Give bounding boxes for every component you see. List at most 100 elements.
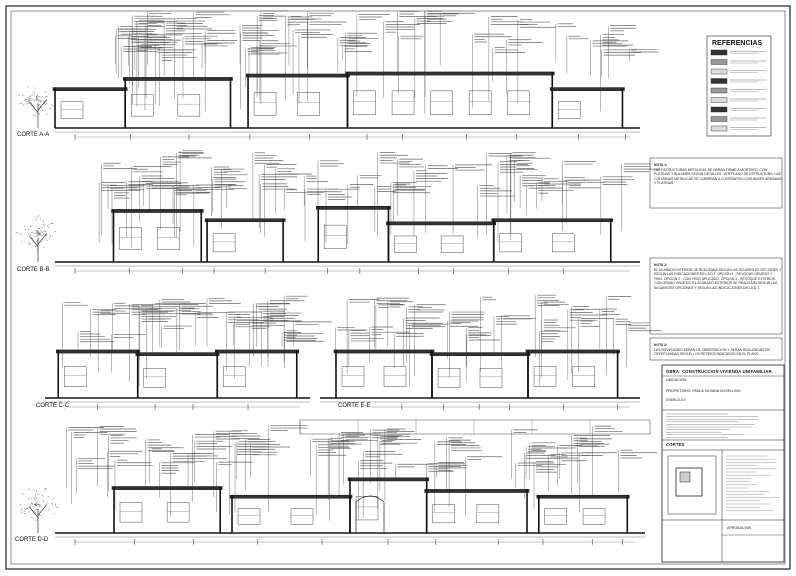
roof-slab: [386, 221, 497, 226]
window: [479, 368, 503, 388]
title-block-domicilio: DOMICILIO:: [666, 398, 686, 402]
roof-slab: [345, 71, 555, 76]
roof-slab: [536, 494, 630, 499]
section-label-c: CORTE C-C: [36, 403, 70, 409]
window: [130, 94, 154, 117]
title-block-ubicacion: UBICACION:: [666, 378, 687, 382]
window: [582, 508, 606, 525]
note-1-text: LAS ESTRUCTURAS METALICAS SE HARAN FIRME…: [654, 167, 782, 186]
section-label-d: CORTE D-D: [15, 537, 49, 543]
window: [558, 101, 581, 119]
window: [143, 368, 166, 388]
window: [177, 94, 201, 117]
note-3-title: NOTA 3:: [654, 343, 668, 347]
roof-slab: [347, 477, 429, 482]
revision-strip: [299, 419, 651, 435]
note-2-title: NOTA 2:: [654, 263, 668, 267]
window: [212, 233, 236, 253]
window: [166, 502, 190, 523]
title-block-approval: APROBACION: [727, 526, 751, 530]
window: [341, 366, 365, 387]
legend-swatch: [710, 125, 728, 132]
roof-slab: [429, 352, 531, 356]
legend-swatch: [710, 68, 728, 75]
note-1-title: NOTA 1:: [654, 163, 668, 167]
note-3: NOTA 3: LAS NOVEDADES SERAN DE OBSERVACI…: [654, 343, 782, 357]
section-label-e: CORTE E-E: [338, 403, 371, 409]
site-plan-building: [675, 467, 703, 497]
legend-swatch: [710, 116, 728, 122]
window: [476, 504, 500, 524]
legend-title: REFERENCIAS: [712, 40, 763, 47]
legend-swatch: [710, 87, 728, 94]
note-1-box: [649, 157, 783, 209]
window: [440, 235, 464, 253]
legend-box: [706, 35, 772, 137]
section-label-a: CORTE A-A: [17, 132, 50, 138]
window: [223, 366, 246, 387]
window: [432, 504, 455, 524]
note-3-box: [649, 337, 783, 361]
window: [157, 227, 180, 250]
roof-slab: [245, 73, 350, 78]
site-plan-building: [679, 471, 691, 483]
sheet-inner-frame: [10, 10, 786, 565]
roof-slab: [111, 486, 223, 490]
legend-swatch: [710, 78, 728, 84]
roof-slab: [549, 87, 625, 91]
roof-slab: [52, 87, 128, 91]
title-block: [661, 364, 785, 563]
window: [394, 235, 417, 253]
note-2: NOTA 2: EL ACABADO INTERIOR SE REALIZARA…: [654, 263, 782, 291]
roof-slab: [315, 206, 391, 210]
title-block-propietario: PROPIETARIO: PAULA SILVANA NOVELLINO: [666, 389, 741, 393]
window: [383, 366, 407, 387]
window: [355, 496, 379, 521]
arched-door: [355, 495, 385, 533]
roof-slab: [491, 218, 614, 222]
tree-icon: [19, 86, 55, 128]
window: [572, 366, 595, 387]
roof-slab: [122, 77, 233, 81]
window: [544, 508, 567, 525]
window: [119, 502, 143, 523]
window: [353, 90, 376, 115]
roof-slab: [55, 349, 141, 354]
window: [253, 92, 277, 116]
section-label-b: CORTE B-B: [17, 267, 50, 273]
note-2-box: [649, 257, 783, 335]
title-block-sheet-name: CORTES: [666, 442, 685, 447]
window: [533, 366, 557, 387]
window: [64, 366, 87, 387]
legend-swatch: [710, 59, 728, 65]
note-3-text: LAS NOVEDADES SERAN DE OBSERVACION Y SER…: [654, 347, 770, 357]
roof-slab: [525, 349, 620, 354]
roof-slab: [214, 349, 300, 354]
title-block-obra: OBRA: CONSTRUCCION VIVIENDA UNIFAMILIAR: [666, 369, 772, 374]
legend-swatch: [710, 49, 728, 56]
legend-swatch: [710, 97, 728, 103]
window: [391, 90, 415, 115]
site-plan: [667, 455, 717, 515]
note-2-text: EL ACABADO INTERIOR SE REALIZARA SEGUN L…: [654, 267, 782, 290]
note-1: NOTA 1: LAS ESTRUCTURAS METALICAS SE HAR…: [654, 163, 782, 186]
tree-icon: [15, 215, 57, 262]
window: [60, 101, 84, 119]
tree-icon: [20, 488, 59, 533]
window: [119, 227, 142, 250]
roof-slab: [229, 494, 353, 499]
window: [507, 90, 530, 115]
window: [552, 233, 575, 253]
window: [468, 90, 492, 115]
window: [237, 508, 261, 525]
legend-swatch: [710, 106, 728, 113]
window: [430, 90, 453, 115]
roof-slab: [333, 349, 435, 354]
window: [297, 92, 320, 116]
roof-slab: [424, 489, 530, 493]
window: [437, 368, 461, 388]
window: [324, 224, 347, 250]
window: [290, 508, 314, 525]
